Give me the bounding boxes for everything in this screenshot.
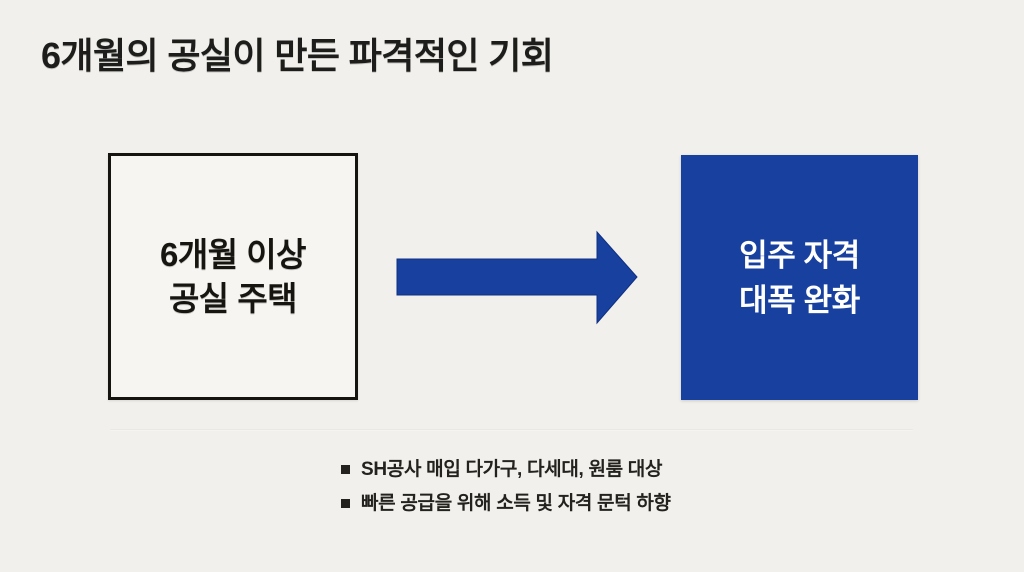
page-title: 6개월의 공실이 만든 파격적인 기회 [41,35,554,76]
list-item-label: 빠른 공급을 위해 소득 및 자격 문턱 하향 [361,493,671,514]
notes-list: SH공사 매입 다가구, 다세대, 원룸 대상 빠른 공급을 위해 소득 및 자… [341,457,961,525]
vacant-housing-box: 6개월 이상 공실 주택 [108,153,358,400]
eligibility-relaxation-box: 입주 자격 대폭 완화 [681,155,918,400]
process-diagram: 6개월 이상 공실 주택 입주 자격 대폭 완화 [108,153,918,400]
eligibility-relaxation-box-line-2: 대폭 완화 [739,282,860,318]
list-item: SH공사 매입 다가구, 다세대, 원룸 대상 [341,457,961,483]
square-bullet-icon [341,465,350,474]
section-divider [110,429,913,431]
square-bullet-icon [341,499,350,508]
list-item-label: SH공사 매입 다가구, 다세대, 원룸 대상 [361,459,663,480]
vacant-housing-box-line-1: 6개월 이상 [160,235,306,273]
right-arrow-icon [392,225,642,330]
vacant-housing-box-line-2: 공실 주택 [168,279,298,317]
list-item: 빠른 공급을 위해 소득 및 자격 문턱 하향 [341,491,961,517]
eligibility-relaxation-box-line-1: 입주 자격 [739,237,860,273]
